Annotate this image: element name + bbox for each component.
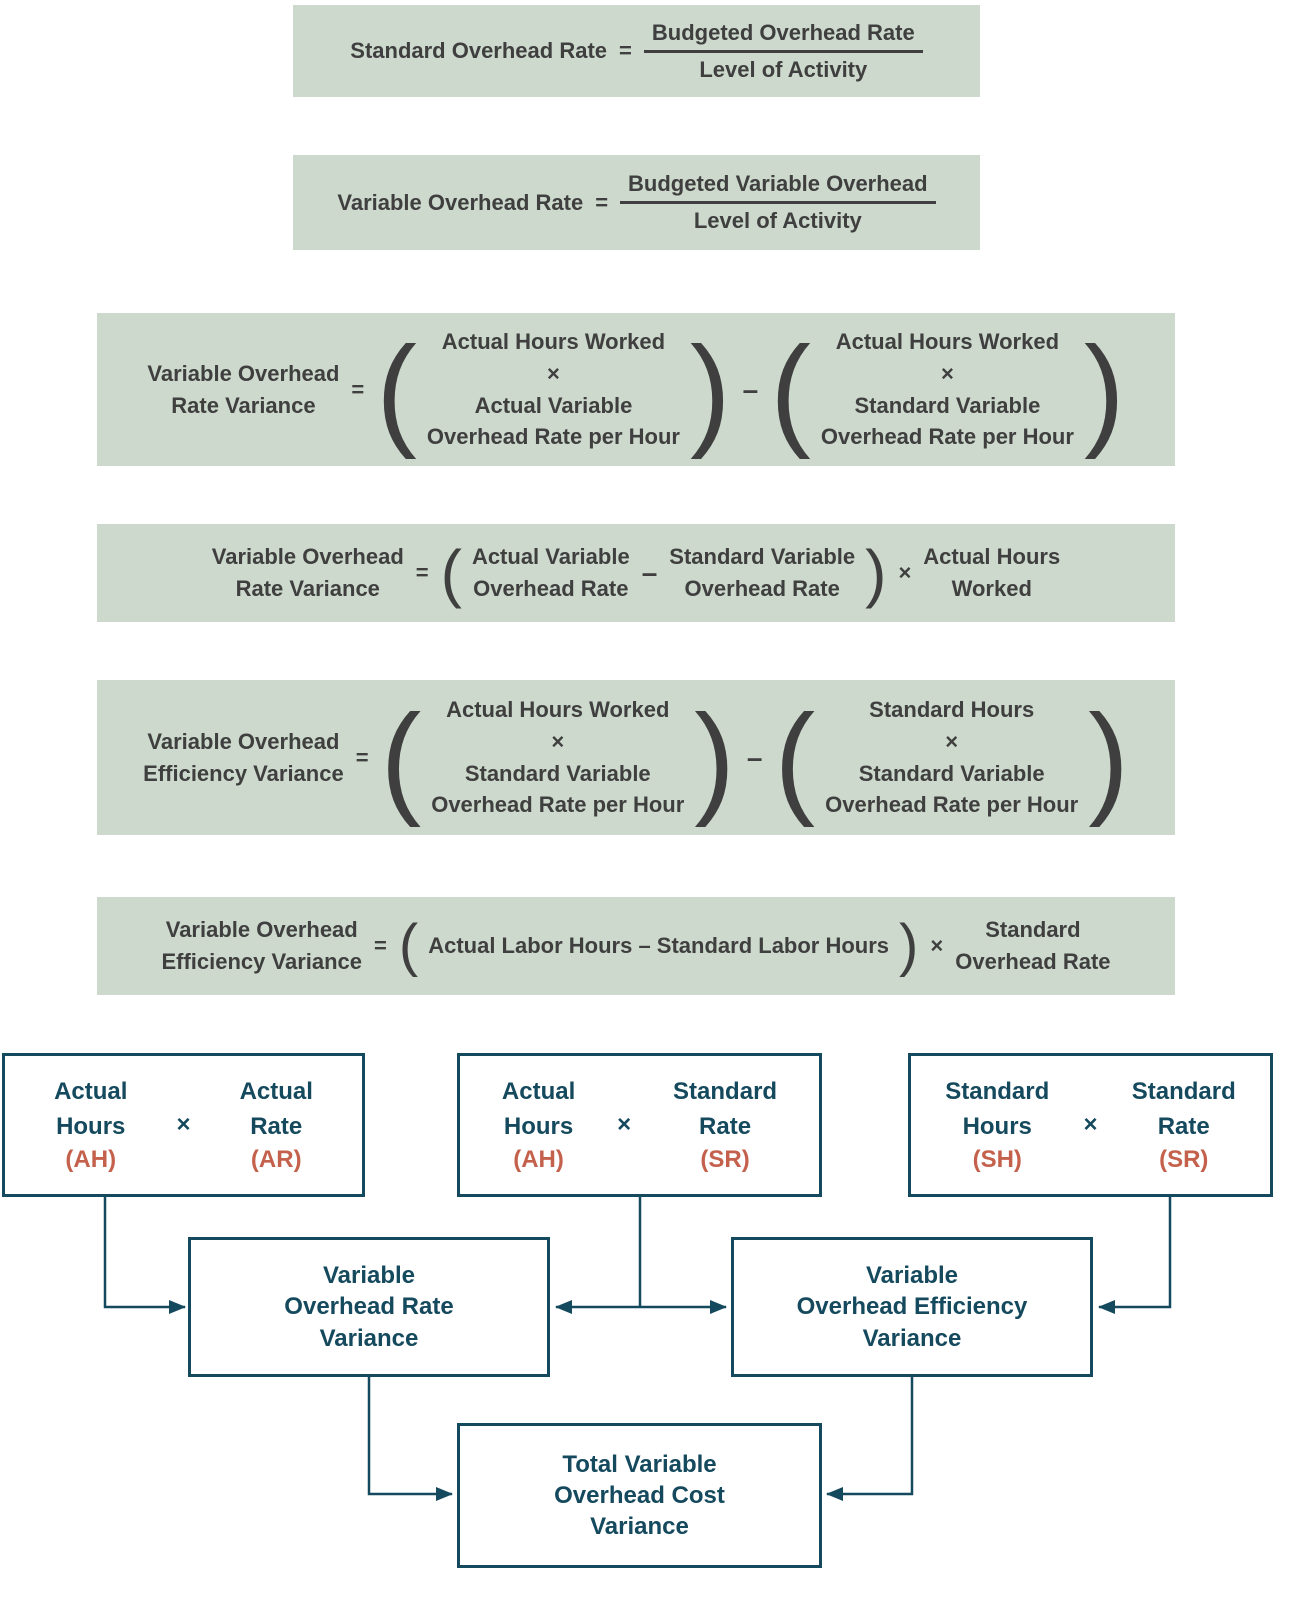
equals-sign: = (374, 933, 387, 958)
close-paren: ) (690, 320, 731, 459)
factor-abbr: (AH) (513, 1145, 564, 1173)
formula-standard-overhead-rate: Standard Overhead Rate = Budgeted Overhe… (293, 5, 980, 97)
close-paren: ) (1083, 320, 1125, 459)
formula-inner: Actual Labor Hours – Standard Labor Hour… (428, 933, 890, 958)
formula-term: Actual Hours Worked (923, 544, 1061, 601)
flow-box-label: Total Variable Overhead Cost Variance (554, 1450, 725, 1541)
flow-box-actual-hours-standard-rate: Actual Hours (AH) × Standard Rate (SR) (457, 1053, 822, 1197)
formula-term: Standard Variable Overhead Rate (669, 544, 856, 601)
factor-label: Standard Rate (1131, 1078, 1236, 1140)
formula-group: Actual Hours Worked × Actual Variable Ov… (426, 328, 680, 450)
equals-sign: = (415, 560, 429, 585)
flow-box-rate-variance: Variable Overhead Rate Variance (188, 1237, 550, 1377)
flow-box-actual-hours-actual-rate: Actual Hours (AH) × Actual Rate (AR) (2, 1053, 365, 1197)
fraction-numerator: Budgeted Overhead Rate (643, 20, 923, 53)
formula-rate-variance-short: Variable Overhead Rate Variance = ( Actu… (97, 524, 1175, 622)
open-paren: ( (770, 320, 811, 459)
factor-abbr: (SR) (1159, 1145, 1209, 1173)
formula-lhs: Variable Overhead Rate Variance (211, 544, 404, 601)
factor-left: Actual Hours (AH) (502, 1075, 575, 1175)
formula-lhs: Variable Overhead Efficiency Variance (143, 728, 344, 786)
equals-sign: = (595, 189, 609, 215)
flow-box-label: Variable Overhead Rate Variance (284, 1262, 454, 1352)
multiply-sign: × (930, 933, 944, 958)
multiply-sign: × (176, 1111, 191, 1138)
minus-sign: – (746, 741, 763, 773)
fraction-denominator: Level of Activity (693, 208, 862, 233)
factor-right: Actual Rate (AR) (240, 1075, 313, 1175)
open-paren: ( (376, 320, 417, 459)
formula-group: Actual Hours Worked × Standard Variable … (431, 696, 685, 818)
formula-efficiency-variance-short: Variable Overhead Efficiency Variance = … (97, 897, 1175, 995)
equals-sign: = (619, 38, 632, 63)
close-paren: ) (1088, 688, 1129, 827)
fraction-numerator: Budgeted Variable Overhead (620, 171, 936, 204)
formula-variable-overhead-rate: Variable Overhead Rate = Budgeted Variab… (293, 155, 980, 250)
formula-lhs: Variable Overhead Efficiency Variance (161, 917, 363, 974)
open-paren: ( (398, 913, 419, 978)
factor-abbr: (SR) (700, 1145, 750, 1173)
flow-box-standard-hours-standard-rate: Standard Hours (SH) × Standard Rate (SR) (908, 1053, 1273, 1197)
factor-label: Actual Hours (501, 1078, 576, 1140)
formula-lhs: Variable Overhead Rate Variance (147, 360, 340, 418)
formula-group: Actual Hours Worked × Standard Variable … (820, 328, 1074, 450)
minus-sign: – (641, 557, 658, 588)
factor-left: Standard Hours (SH) (945, 1075, 1049, 1175)
equals-sign: = (351, 376, 365, 402)
factor-label: Standard Hours (945, 1078, 1050, 1140)
equals-sign: = (355, 744, 369, 770)
factor-right: Standard Rate (SR) (673, 1075, 777, 1175)
factor-right: Standard Rate (SR) (1132, 1075, 1236, 1175)
minus-sign: – (742, 373, 759, 405)
formula-group: Standard Hours × Standard Variable Overh… (825, 696, 1079, 818)
factor-label: Actual Hours (54, 1078, 128, 1140)
open-paren: ( (774, 688, 816, 827)
flow-box-efficiency-variance: Variable Overhead Efficiency Variance (731, 1237, 1093, 1377)
fraction: Budgeted Variable Overhead Level of Acti… (620, 171, 936, 234)
factor-label: Actual Rate (239, 1078, 313, 1140)
multiply-sign: × (1083, 1111, 1098, 1138)
flow-box-total-variance: Total Variable Overhead Cost Variance (457, 1423, 822, 1568)
flow-box-label: Variable Overhead Efficiency Variance (796, 1262, 1028, 1352)
factor-abbr: (AR) (250, 1145, 302, 1173)
close-paren: ) (694, 688, 735, 827)
factor-label: Standard Rate (673, 1078, 778, 1140)
close-paren: ) (865, 537, 887, 609)
fraction: Budgeted Overhead Rate Level of Activity (643, 20, 923, 83)
formula-term: Actual Variable Overhead Rate (471, 544, 630, 601)
multiply-sign: × (617, 1111, 632, 1138)
fraction-denominator: Level of Activity (699, 56, 868, 82)
open-paren: ( (440, 537, 462, 609)
close-paren: ) (899, 913, 919, 978)
multiply-sign: × (898, 560, 912, 585)
factor-left: Actual Hours (AH) (54, 1075, 127, 1175)
formula-rate-variance-long: Variable Overhead Rate Variance = ( Actu… (97, 313, 1175, 466)
factor-abbr: (SH) (972, 1145, 1022, 1173)
factor-abbr: (AH) (65, 1145, 117, 1173)
formula-term: Standard Overhead Rate (955, 917, 1111, 974)
formula-lhs: Variable Overhead Rate (337, 189, 584, 215)
open-paren: ( (380, 688, 422, 827)
formula-efficiency-variance-long: Variable Overhead Efficiency Variance = … (97, 680, 1175, 835)
formula-lhs: Standard Overhead Rate (350, 38, 608, 63)
